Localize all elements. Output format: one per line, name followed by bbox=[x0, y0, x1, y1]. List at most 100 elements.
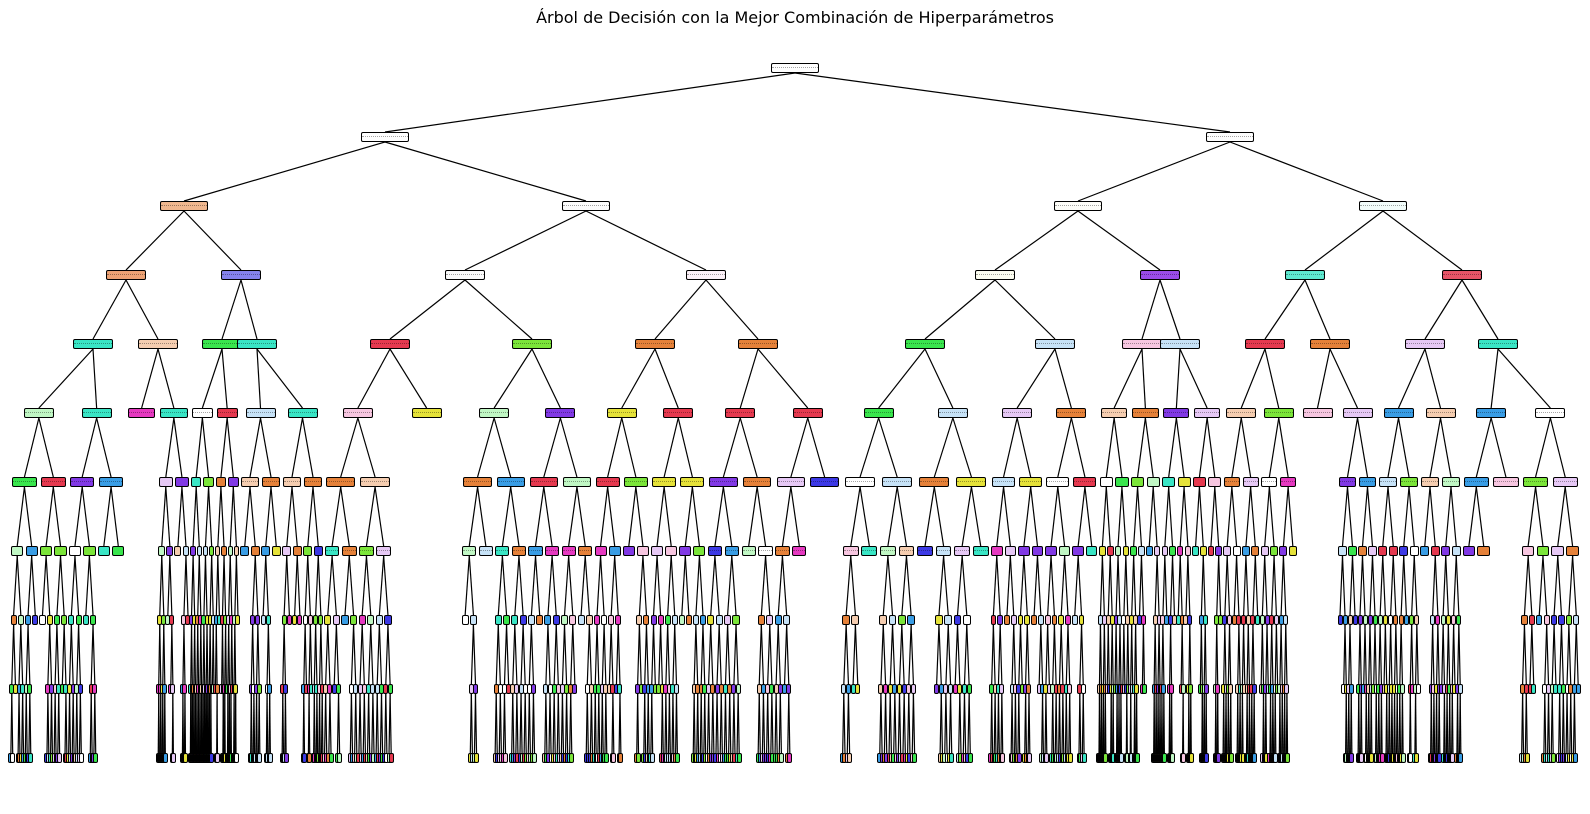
tree-edge bbox=[880, 624, 884, 685]
tree-node bbox=[949, 753, 955, 763]
tree-edge bbox=[775, 693, 778, 754]
tree-edge bbox=[96, 417, 112, 478]
tree-edge bbox=[76, 624, 80, 685]
tree-edge bbox=[327, 555, 333, 616]
tree-edge bbox=[192, 555, 196, 616]
tree-node bbox=[1382, 615, 1388, 625]
tree-edge bbox=[1105, 417, 1115, 478]
tree-node bbox=[1251, 684, 1257, 694]
node-text-lines bbox=[1536, 412, 1565, 414]
tree-node bbox=[1024, 615, 1031, 625]
tree-edge bbox=[779, 693, 782, 754]
tree-edge bbox=[1063, 555, 1069, 616]
tree-node bbox=[1379, 477, 1397, 487]
tree-node bbox=[283, 753, 289, 763]
tree-node bbox=[643, 615, 650, 625]
tree-edge bbox=[777, 624, 781, 685]
tree-edge bbox=[992, 555, 998, 616]
tree-node bbox=[1415, 684, 1421, 694]
tree-node bbox=[17, 615, 24, 625]
tree-edge bbox=[714, 486, 724, 547]
tree-edge bbox=[612, 693, 615, 754]
tree-edge bbox=[531, 348, 561, 409]
tree-node bbox=[328, 753, 334, 763]
tree-edge bbox=[586, 693, 589, 754]
tree-node bbox=[1337, 615, 1343, 625]
node-text-lines bbox=[993, 481, 1015, 483]
tree-edge bbox=[16, 555, 22, 616]
tree-node bbox=[1163, 408, 1190, 418]
tree-edge bbox=[337, 693, 341, 754]
tree-node bbox=[208, 753, 214, 763]
node-text-lines bbox=[24, 412, 53, 414]
tree-edge bbox=[708, 624, 712, 685]
tree-edge bbox=[568, 555, 574, 616]
tree-node bbox=[1187, 615, 1193, 625]
tree-edge bbox=[365, 555, 372, 616]
tree-node bbox=[214, 753, 220, 763]
tree-node bbox=[917, 546, 933, 556]
tree-edge bbox=[945, 693, 948, 754]
tree-node bbox=[1071, 615, 1078, 625]
tree-node bbox=[1027, 753, 1033, 763]
tree-edge bbox=[887, 486, 898, 547]
tree-edge bbox=[1033, 555, 1039, 616]
tree-edge bbox=[198, 555, 202, 616]
tree-node bbox=[41, 477, 66, 487]
tree-edge bbox=[81, 417, 98, 478]
tree-edge bbox=[11, 624, 15, 685]
tree-node bbox=[991, 546, 1003, 556]
node-text-lines bbox=[1207, 136, 1253, 138]
tree-edge bbox=[50, 693, 54, 754]
tree-node bbox=[1399, 684, 1405, 694]
node-text-lines bbox=[74, 343, 112, 345]
tree-edge bbox=[553, 624, 557, 685]
node-text-lines bbox=[759, 550, 772, 552]
tree-node bbox=[766, 615, 774, 625]
tree-node bbox=[271, 546, 281, 556]
node-text-lines bbox=[636, 343, 674, 345]
tree-edge bbox=[1084, 486, 1093, 547]
tree-node bbox=[1115, 477, 1129, 487]
tree-node bbox=[617, 684, 623, 694]
tree-edge bbox=[1062, 693, 1065, 754]
tree-edge bbox=[229, 555, 233, 616]
tree-edge bbox=[1099, 624, 1103, 685]
tree-edge bbox=[25, 693, 28, 754]
tree-node bbox=[25, 546, 38, 556]
node-text-lines bbox=[1055, 205, 1101, 207]
tree-edge bbox=[266, 693, 269, 754]
tree-edge bbox=[619, 693, 622, 754]
tree-node bbox=[847, 753, 853, 763]
tree-node bbox=[1572, 753, 1578, 763]
tree-node bbox=[842, 546, 859, 556]
tree-node bbox=[10, 615, 17, 625]
tree-edge bbox=[1016, 348, 1056, 409]
tree-edge bbox=[882, 624, 887, 685]
tree-node bbox=[1031, 546, 1044, 556]
tree-edge bbox=[296, 555, 301, 616]
tree-edge bbox=[708, 693, 711, 754]
tree-edge bbox=[563, 624, 568, 685]
node-text-lines bbox=[843, 550, 858, 552]
tree-edge bbox=[1074, 555, 1079, 616]
tree-node bbox=[1017, 615, 1024, 625]
tree-edge bbox=[656, 555, 662, 616]
tree-node bbox=[313, 546, 323, 556]
tree-node bbox=[265, 615, 271, 625]
tree-edge bbox=[859, 417, 880, 478]
tree-node bbox=[1228, 753, 1234, 763]
tree-edge bbox=[681, 555, 686, 616]
tree-node bbox=[496, 477, 525, 487]
tree-node bbox=[503, 615, 511, 625]
tree-node bbox=[545, 546, 560, 556]
tree-node bbox=[1203, 684, 1209, 694]
tree-edge bbox=[331, 555, 337, 616]
tree-node bbox=[358, 615, 366, 625]
node-text-lines bbox=[70, 481, 94, 483]
tree-edge bbox=[767, 693, 770, 754]
tree-node bbox=[1521, 546, 1535, 556]
tree-edge bbox=[956, 624, 961, 685]
tree-node bbox=[1421, 477, 1439, 487]
tree-node bbox=[341, 615, 349, 625]
